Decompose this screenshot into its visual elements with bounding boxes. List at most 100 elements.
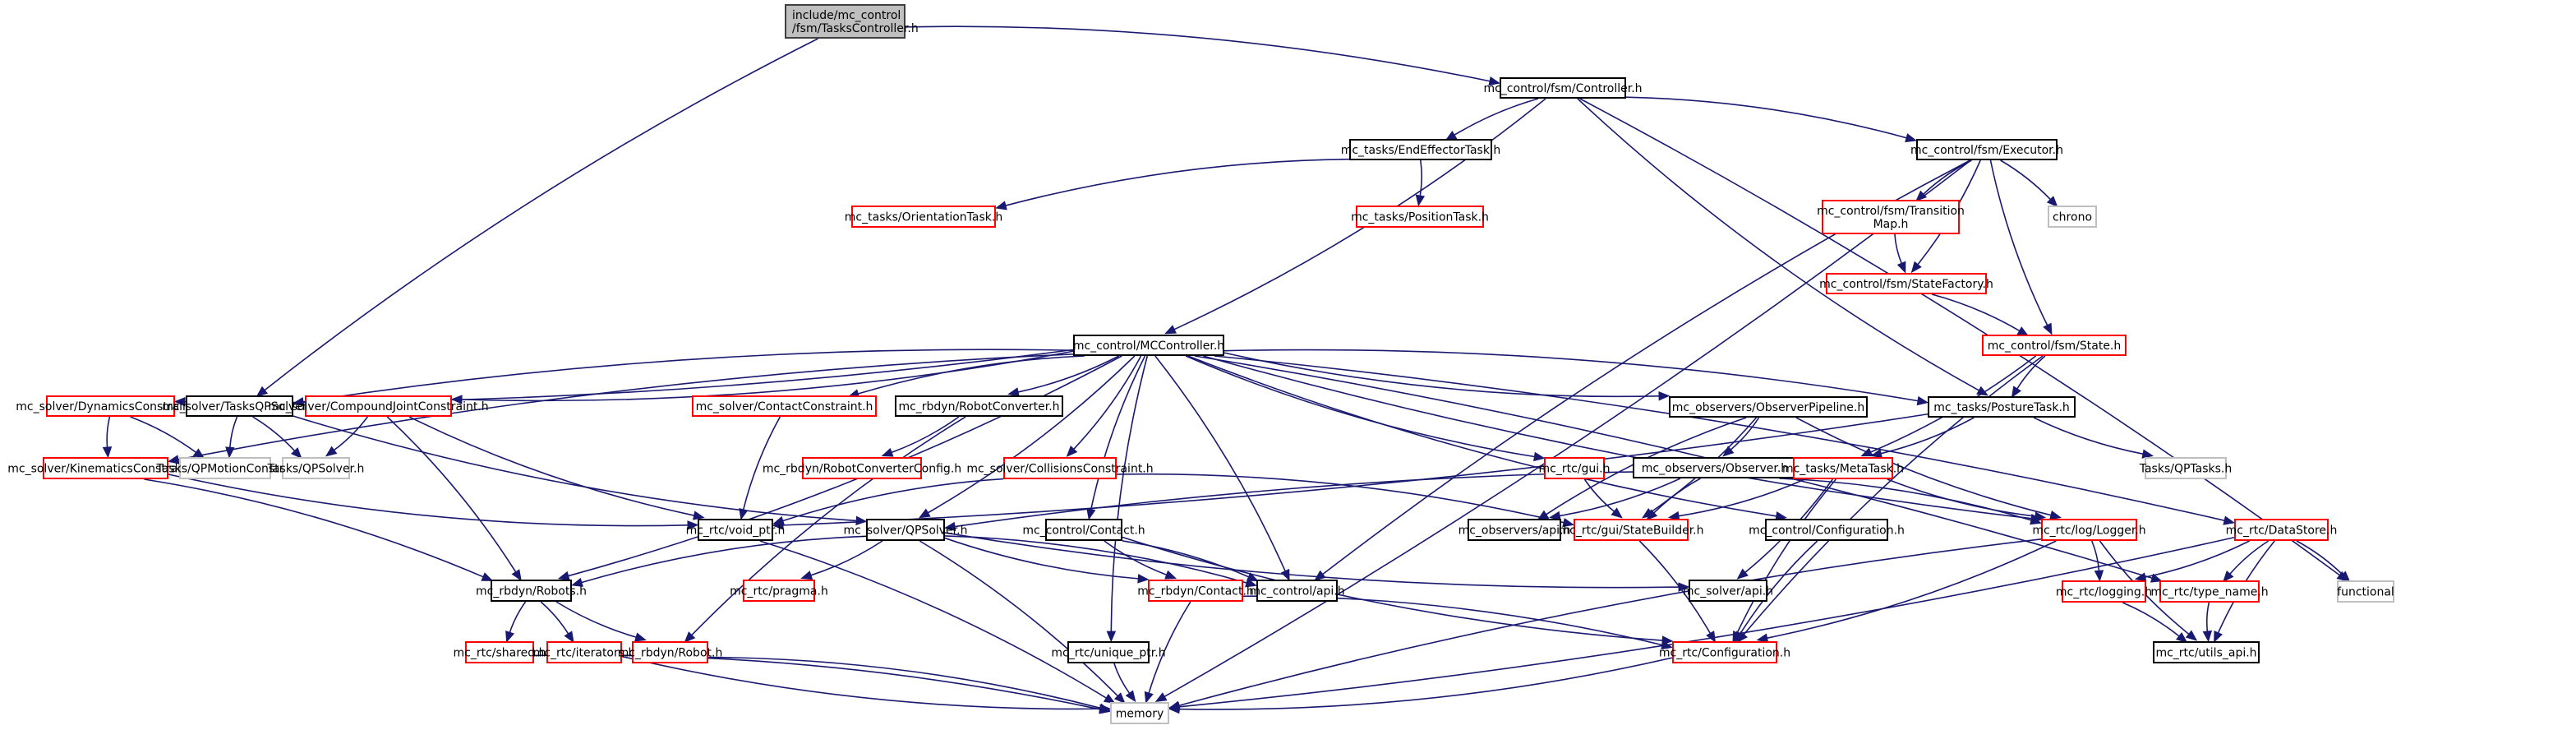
edge-line: [1559, 478, 1681, 517]
node-datastore[interactable]: mc_rtc/DataStore.h: [2226, 519, 2338, 541]
node-posturetask[interactable]: mc_tasks/PostureTask.h: [1928, 396, 2076, 418]
edge-line: [540, 601, 569, 635]
node-executor[interactable]: mc_control/fsm/Executor.h: [1910, 139, 2063, 160]
node-qpmotionconstr: Tasks/QPMotionConstr.h: [156, 457, 293, 479]
node-mccontroller[interactable]: mc_control/MCController.h: [1073, 335, 1224, 356]
arrowhead-icon: [1488, 76, 1501, 86]
node-utilsapi[interactable]: mc_rtc/utils_api.h: [2153, 641, 2260, 663]
edge-observer-to-statebuilder: [1646, 478, 1701, 521]
node-contact[interactable]: mc_control/Contact.h: [1022, 519, 1145, 541]
node-typename[interactable]: mc_rtc/type_name.h: [2150, 580, 2269, 603]
node-compoundjoint[interactable]: mc_solver/CompoundJointConstraint.h: [268, 395, 489, 417]
node-robot[interactable]: mc_rbdyn/Robot.h: [618, 641, 723, 663]
arrowhead-icon: [943, 521, 956, 532]
node-logger[interactable]: mc_rtc/log/Logger.h: [2032, 519, 2146, 541]
edge-line: [386, 416, 517, 573]
node-orientation[interactable]: mc_tasks/OrientationTask.h: [845, 206, 1002, 228]
edge-robots-to-iterators: [540, 601, 574, 644]
node-solverapi[interactable]: mc_solver/api.h: [1683, 580, 1773, 602]
node-label: mc_rbdyn/Robots.h: [476, 585, 587, 598]
node-box: [2041, 519, 2137, 541]
node-box: [1689, 580, 1767, 602]
edge-line: [302, 349, 1074, 403]
node-box: [1067, 641, 1150, 663]
edge-posturetask-to-metatask: [1870, 417, 1975, 459]
arrowhead-icon: [557, 571, 570, 580]
edge-metatask-to-logger: [1887, 478, 2047, 521]
edge-kinematics-to-voidptr: [168, 474, 699, 530]
node-configuration_ctl[interactable]: mc_control/Configuration.h: [1749, 519, 1905, 541]
node-label: mc_rtc/gui.h: [1539, 463, 1611, 476]
edge-qpsolver-to-robots: [571, 535, 867, 587]
node-kinematics[interactable]: mc_solver/KinematicsConstraint.h: [7, 457, 204, 479]
node-uniqueptr[interactable]: mc_rtc/unique_ptr.h: [1051, 641, 1166, 663]
node-tasksqpsolver[interactable]: mc_solver/TasksQPSolver.h: [162, 395, 317, 417]
edge-line: [252, 416, 296, 451]
node-label: mc_rtc/DataStore.h: [2226, 524, 2338, 538]
node-robots[interactable]: mc_rbdyn/Robots.h: [476, 580, 587, 602]
edge-line: [1203, 355, 2032, 520]
node-endeffector[interactable]: mc_tasks/EndEffectorTask.h: [1341, 139, 1501, 160]
node-observerpipeline[interactable]: mc_observers/ObserverPipeline.h: [1669, 396, 1868, 418]
node-qpsolver[interactable]: mc_solver/QPSolver.h: [844, 519, 968, 541]
edge-logger-to-configuration: [1756, 540, 2057, 643]
arrowhead-icon: [739, 507, 749, 520]
edge-line: [1887, 478, 2036, 517]
node-label: mc_control/fsm/StateFactory.h: [1819, 278, 1993, 291]
node-dynamics[interactable]: mc_solver/DynamicsConstraint.h: [16, 395, 205, 417]
edge-line: [1419, 159, 1423, 196]
edge-executor-to-memory: [1154, 159, 1971, 702]
edge-iterators-to-memory: [621, 655, 1112, 714]
node-box: [1669, 396, 1868, 418]
node-metatask[interactable]: mc_tasks/MetaTask.h: [1782, 457, 1904, 479]
node-robotconverterconfig[interactable]: mc_rbdyn/RobotConverterConfig.h: [763, 457, 961, 479]
node-label: mc_rbdyn/RobotConverter.h: [898, 400, 1059, 414]
node-box: [1110, 702, 1169, 724]
arrowhead-icon: [292, 397, 305, 407]
edge-mccontroller-to-typename: [1194, 355, 2163, 583]
node-pragma[interactable]: mc_rtc/pragma.h: [730, 580, 828, 602]
node-iterators[interactable]: mc_rtc/iterators.h: [533, 641, 636, 663]
edge-line: [1894, 233, 1902, 264]
node-rbdyncontact[interactable]: mc_rbdyn/Contact.h: [1137, 580, 1254, 602]
node-statefactory[interactable]: mc_control/fsm/StateFactory.h: [1819, 273, 1993, 294]
node-shared[interactable]: mc_rtc/shared.h: [453, 641, 546, 663]
arrowhead-icon: [772, 515, 786, 525]
node-observersapi[interactable]: mc_observers/api.h: [1459, 519, 1571, 541]
node-root[interactable]: include/mc_control/fsm/TasksController.h: [785, 4, 919, 39]
node-box: [743, 580, 815, 602]
edge-tasksqpsolver-to-tasksqpsolver_ext: [252, 416, 302, 460]
node-label: mc_control/fsm/Controller.h: [1483, 82, 1642, 95]
edge-line: [1625, 96, 1907, 139]
edge-line: [168, 474, 689, 527]
node-observer[interactable]: mc_observers/Observer.h: [1633, 457, 1797, 478]
edge-mccontroller-to-robotconverter: [1007, 355, 1120, 397]
node-label: Tasks/QPTasks.h: [2139, 463, 2233, 476]
edge-mccontroller-to-collisions: [1066, 355, 1142, 457]
node-position[interactable]: mc_tasks/PositionTask.h: [1351, 206, 1489, 228]
node-box: [1148, 580, 1243, 602]
node-label: functional: [2337, 586, 2394, 599]
node-robotconverter[interactable]: mc_rbdyn/RobotConverter.h: [895, 395, 1063, 417]
node-box: [465, 641, 534, 663]
node-logging[interactable]: mc_rtc/logging.h: [2056, 580, 2152, 603]
edge-tasksqpsolver-to-qpsolver: [293, 415, 868, 526]
node-gui[interactable]: mc_rtc/gui.h: [1539, 457, 1611, 479]
node-voidptr[interactable]: mc_rtc/void_ptr.h: [686, 519, 786, 541]
arrowhead-icon: [325, 446, 338, 457]
node-contactconstraint[interactable]: mc_solver/ContactConstraint.h: [692, 395, 877, 417]
arrowhead-icon: [1976, 386, 1989, 396]
node-configuration[interactable]: mc_rtc/Configuration.h: [1659, 641, 1790, 663]
node-state[interactable]: mc_control/fsm/State.h: [1982, 335, 2127, 356]
node-collisions[interactable]: mc_solver/CollisionsConstraint.h: [966, 457, 1154, 479]
arrowhead-icon: [1007, 387, 1020, 397]
node-controlapi[interactable]: mc_control/api.h: [1249, 580, 1345, 602]
node-statebuilder[interactable]: mc_rtc/gui/StateBuilder.h: [1559, 519, 1704, 541]
arrowhead-icon: [571, 577, 583, 587]
arrowhead-icon: [102, 446, 113, 459]
arrowhead-icon: [1870, 448, 1883, 459]
node-fsm_controller[interactable]: mc_control/fsm/Controller.h: [1483, 77, 1643, 99]
edge-qpsolver-to-memory: [919, 540, 1126, 705]
arrowhead-icon: [634, 632, 647, 642]
